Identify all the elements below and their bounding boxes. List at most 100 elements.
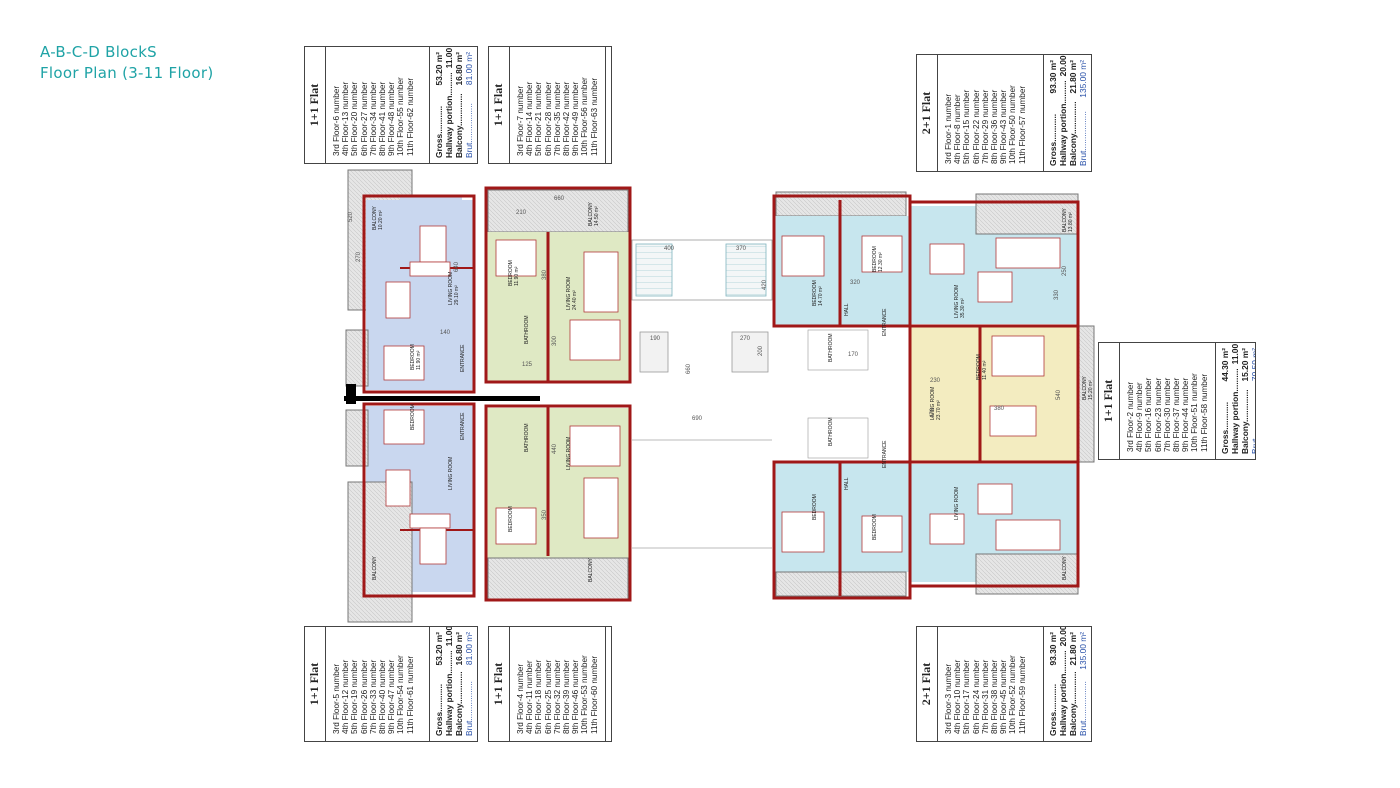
floor-item: 9th Floor-47 number [387,659,397,734]
dim-270-b: 270 [740,336,751,342]
label-living-room-a2: LIVING ROOM [566,277,572,310]
balcony-value: 21.80 m² [1068,60,1078,94]
plan-title-line2: Floor Plan (3-11 Floor) [40,64,214,82]
floor-item: 8th Floor-36 number [990,89,1000,164]
floor-item: 5th Floor-17 number [962,659,972,734]
balcony-label: Balcony.............. [1068,671,1078,736]
floor-item: 11th Floor-58 number [1199,373,1209,452]
dim-660-b: 660 [686,363,692,374]
dim-300-a: 300 [552,335,558,346]
label-balcony-a1: BALCONY [372,205,378,230]
label-area-a2-bed: 11.90 m² [514,266,520,286]
dim-470: 470 [930,407,936,418]
label-bedroom-a4: BEDROOM [976,354,982,380]
floor-item: 6th Floor-23 number [1153,377,1163,452]
gross-label: Gross............ [1048,683,1058,736]
balcony-value: 21.80 m² [1068,632,1078,666]
apartment-a-bottom-left [345,406,474,623]
label-bathroom-a3b: BATHROOM [828,417,834,446]
apartment-c-bottom-right [774,417,1079,597]
floor-item: 5th Floor-19 number [350,659,360,734]
brut-label: Brut................. [1249,399,1256,454]
dim-250: 250 [1062,265,1068,276]
brut-value: 135.00 m² [1078,632,1088,670]
floor-item: 10th Floor-54 number [396,655,406,734]
floor-item: 8th Floor-41 number [378,81,388,156]
floor-item: 5th Floor-20 number [350,81,360,156]
hallway-label: Hallway portion.......... [444,650,454,736]
hallway-label: Hallway portion.......... [1058,80,1068,166]
floor-item: 10th Floor-52 number [1008,655,1018,734]
floor-item: 11th Floor-63 number [589,77,599,156]
label-living-room-a3: LIVING ROOM [954,285,960,318]
floor-item: 6th Floor-22 number [971,89,981,164]
label-entrance-a1: ENTRANCE [460,344,466,372]
floor-item: 8th Floor-38 number [990,659,1000,734]
floor-item: 4th Floor-10 number [953,659,963,734]
floor-item: 7th Floor-30 number [1162,377,1172,452]
floor-item: 3rd Floor-4 number [516,663,525,734]
label-area-a4-living: 23.70 m² [936,400,942,420]
brut-label: Brut................. [464,103,474,158]
dim-330-a: 330 [1054,289,1060,300]
floor-item: 10th Floor-51 number [1190,373,1200,452]
label-balcony-a2: BALCONY [588,201,594,226]
gross-label: Gross............ [434,105,444,158]
floor-item: 4th Floor-9 number [1135,382,1145,452]
balcony-label: Balcony.............. [1239,389,1250,454]
apartment-a-top-left [345,169,474,390]
dim-230: 230 [930,378,941,384]
brut-value: 135.00 m² [1078,60,1088,98]
floor-item: 3rd Floor-3 number [944,663,953,734]
dim-640-a: 640 [454,261,460,272]
flat-type: 1+1 Flat [489,627,510,741]
floor-item: 10th Floor-56 number [580,77,590,156]
label-hall-a3b: HALL [844,477,850,490]
floor-item: 9th Floor-49 number [571,81,581,156]
floor-item: 4th Floor-14 number [525,81,535,156]
label-hall-a3: HALL [844,303,850,316]
label-bedroom-a3b-2: BEDROOM [872,514,878,540]
label-living-room-a1: LIVING ROOM [448,272,454,305]
balcony-value: 15.20 m² [1239,348,1250,382]
dim-520-a: 520 [348,211,354,222]
floor-item: 8th Floor-42 number [562,81,572,156]
dim-125: 125 [522,362,533,368]
label-bedroom-a1: BEDROOM [410,344,416,370]
floor-item: 7th Floor-32 number [552,659,562,734]
gross-value: 53.20 m² [434,632,444,666]
label-bedroom-a3b-1: BEDROOM [812,494,818,520]
brut-label: Brut................. [1078,111,1088,166]
dim-270-a: 270 [356,251,362,262]
label-balcony-a3b: BALCONY [1062,555,1068,580]
hallway-value: 20.00 m² [1058,54,1068,77]
apartment-c-top-right [774,191,1079,371]
flat-type: 2+1 Flat [917,55,938,171]
apartment-b-top [486,189,630,382]
floor-item: 3rd Floor-2 number [1126,381,1135,452]
gross-value: 93.30 m² [1048,632,1058,666]
dim-190-a: 190 [650,336,661,342]
gross-value: 93.30 m² [1048,60,1058,94]
label-balcony-a3: BALCONY [1062,207,1068,232]
label-area-a2-living: 24.40 m² [572,290,578,310]
floor-item: 9th Floor-44 number [1181,377,1191,452]
label-bathroom-a3: BATHROOM [828,333,834,362]
balcony-value: 16.80 m² [454,52,464,86]
label-balcony-a1b: BALCONY [372,555,378,580]
